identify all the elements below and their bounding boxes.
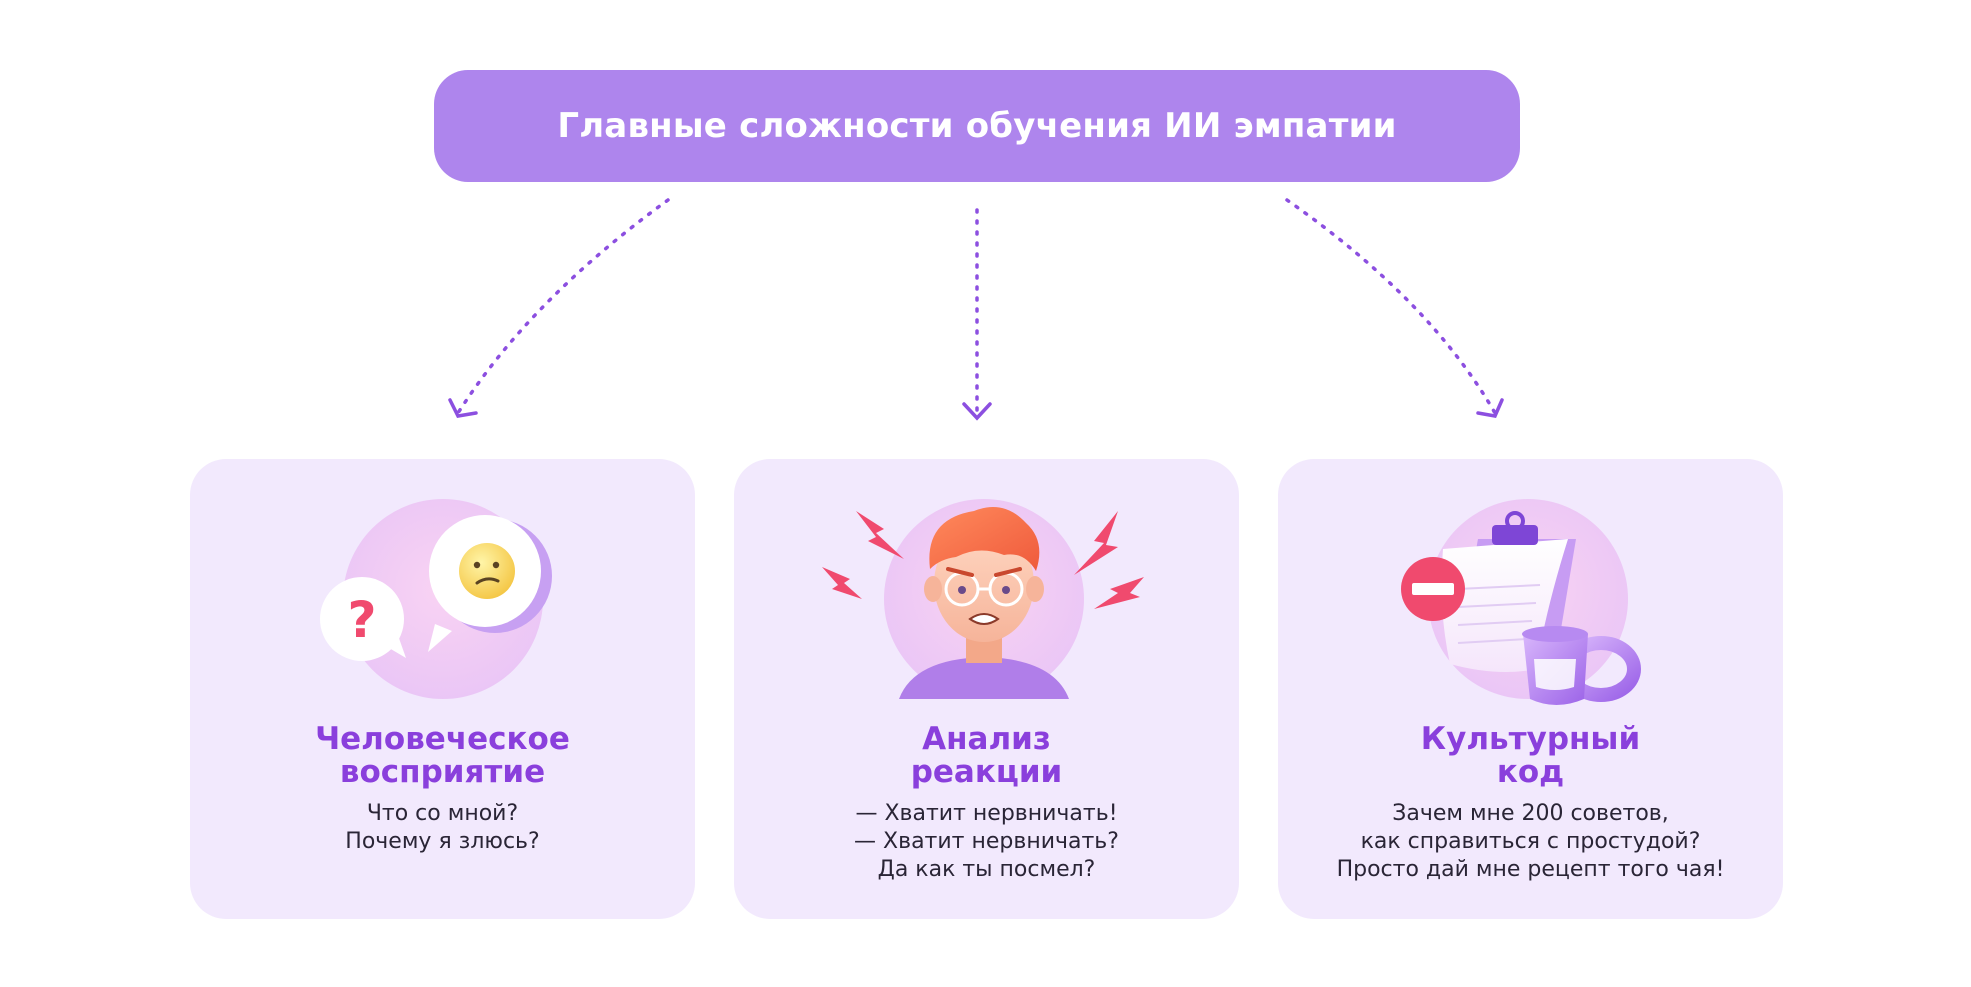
stop-sign-icon xyxy=(1401,557,1465,621)
arrow-left xyxy=(456,198,670,415)
arrow-center-head xyxy=(962,402,992,421)
cup-icon xyxy=(1522,626,1641,705)
confused-face-icon xyxy=(459,543,515,599)
arrow-left-head xyxy=(448,398,478,418)
question-mark-icon: ? xyxy=(347,591,376,649)
header-title-pill: Главные сложности обучения ИИ эмпатии xyxy=(434,70,1520,182)
arrow-right xyxy=(1285,198,1497,415)
header-title: Главные сложности обучения ИИ эмпатии xyxy=(557,106,1397,146)
card-cultural-code: Культурный код Зачем мне 200 советов, ка… xyxy=(1278,459,1783,919)
card-body: — Хватит нервничать! — Хватит нервничать… xyxy=(854,801,1119,882)
arrow-right-head xyxy=(1476,398,1504,418)
card-reaction-analysis: Анализ реакции — Хватит нервничать! — Хв… xyxy=(734,459,1239,919)
card-title: Анализ реакции xyxy=(910,721,1063,790)
lightning-icon xyxy=(822,511,1144,609)
card-body: Что со мной? Почему я злюсь? xyxy=(345,801,540,854)
card-human-perception: ? Человеческое восприятие Что со мной? П… xyxy=(190,459,695,919)
angry-man-illustration xyxy=(822,499,1144,699)
card-body: Зачем мне 200 советов, как справиться с … xyxy=(1336,801,1725,882)
clipboard-cup-illustration xyxy=(1401,499,1641,705)
card-title: Человеческое восприятие xyxy=(315,721,570,790)
speech-bubbles-illustration: ? xyxy=(320,499,552,699)
card-title: Культурный код xyxy=(1420,721,1641,790)
